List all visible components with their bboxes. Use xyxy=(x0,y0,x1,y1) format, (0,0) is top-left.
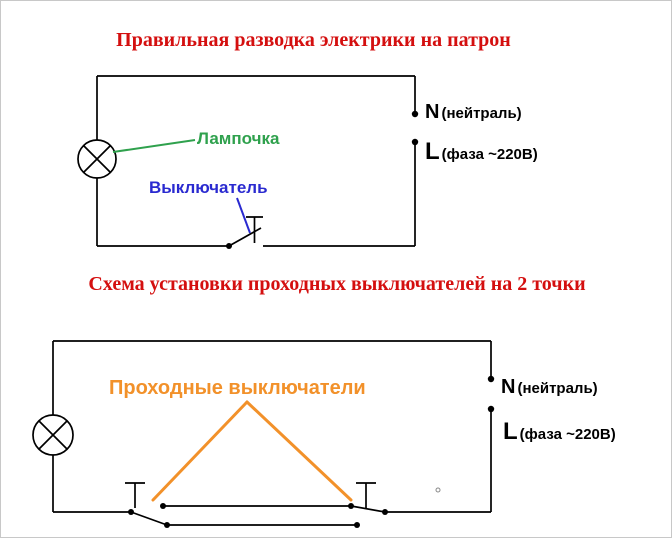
terminal-neutral-bottom: N (нейтраль) xyxy=(501,376,598,399)
terminal-neutral-bottom-letter: N xyxy=(501,376,516,398)
terminal-neutral-top: N (нейтраль) xyxy=(425,101,522,124)
terminal-phase-top: L (фаза ~220В) xyxy=(425,138,538,166)
terminal-phase-bottom-text: (фаза ~220В) xyxy=(519,426,616,443)
terminal-phase-top-text: (фаза ~220В) xyxy=(441,146,538,163)
terminal-phase-top-letter: L xyxy=(425,138,440,165)
circuit-bottom xyxy=(32,340,495,528)
circuit-top xyxy=(77,75,419,249)
terminal-neutral-bottom-text: (нейтраль) xyxy=(517,380,598,397)
circuit-top-wires xyxy=(96,75,416,247)
terminal-dot-neutral-bottom xyxy=(487,375,495,383)
terminal-phase-bottom: L (фаза ~220В) xyxy=(503,418,616,446)
traveler-wires xyxy=(163,505,357,526)
lamp-symbol-top xyxy=(77,139,117,179)
terminal-neutral-top-letter: N xyxy=(425,101,440,123)
passthrough-pointer-left xyxy=(151,400,249,502)
switch-symbol-left xyxy=(125,482,170,528)
switch-symbol-right xyxy=(348,482,388,528)
switch-label: Выключатель xyxy=(149,178,268,197)
switch-symbol-top xyxy=(226,216,263,249)
stray-mark xyxy=(435,487,441,493)
title-bottom: Схема установки проходных выключателей н… xyxy=(88,273,586,295)
lamp-pointer-line xyxy=(112,139,196,153)
title-top: Правильная разводка электрики на патрон xyxy=(116,29,511,51)
terminal-dot-phase-bottom xyxy=(487,405,495,413)
lamp-symbol-bottom xyxy=(32,414,74,456)
passthrough-switches-label: Проходные выключатели xyxy=(109,377,366,399)
passthrough-pointer-right xyxy=(245,400,353,502)
terminal-phase-bottom-letter: L xyxy=(503,418,518,445)
terminal-neutral-top-text: (нейтраль) xyxy=(441,105,522,122)
circuit-bottom-wires xyxy=(52,340,492,513)
switch-pointer-line xyxy=(236,197,251,234)
terminal-dot-neutral-top xyxy=(411,110,419,118)
terminal-dot-phase-top xyxy=(411,138,419,146)
lamp-label: Лампочка xyxy=(197,129,280,148)
